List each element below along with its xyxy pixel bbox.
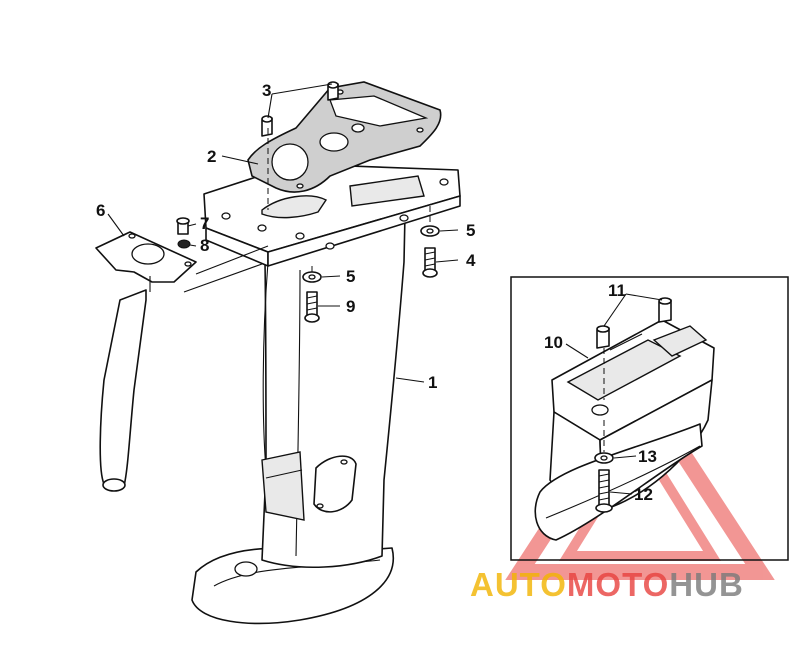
leader-lines <box>107 83 663 495</box>
washer-5-lower <box>302 271 322 283</box>
callout-10: 10 <box>544 333 563 352</box>
driveshaft-housing <box>191 163 461 625</box>
screw-9 <box>304 291 320 323</box>
callout-3: 3 <box>262 81 271 100</box>
inset-detail <box>510 276 789 561</box>
assembly-lines <box>183 128 431 293</box>
lockwasher-8 <box>177 239 191 249</box>
callout-9: 9 <box>346 297 355 316</box>
water-intake-cover <box>313 455 357 513</box>
screw-4 <box>422 247 438 278</box>
callout-4: 4 <box>466 251 476 270</box>
callout-1: 1 <box>428 373 437 392</box>
exhaust-tube <box>95 231 197 492</box>
washer-5-upper <box>420 225 440 237</box>
watermark-part-hub: HUB <box>669 566 744 603</box>
callout-12: 12 <box>634 485 653 504</box>
gasket <box>247 81 442 193</box>
screw-7 <box>176 217 190 235</box>
callout-7: 7 <box>200 214 209 233</box>
svg-text:AUTOMOTOHUB: AUTOMOTOHUB <box>470 566 744 603</box>
callout-8: 8 <box>200 236 209 255</box>
watermark-wordmark: AUTOMOTOHUB <box>470 566 744 603</box>
callout-labels: 1 2 3 4 5 5 6 7 8 9 10 11 12 13 <box>96 81 657 504</box>
callout-13: 13 <box>638 447 657 466</box>
callout-5-lower: 5 <box>346 267 355 286</box>
callout-6: 6 <box>96 201 105 220</box>
watermark-part-auto: AUTO <box>470 566 567 603</box>
callout-5-upper: 5 <box>466 221 475 240</box>
callout-11: 11 <box>608 281 626 300</box>
screw-12 <box>595 469 613 513</box>
callout-2: 2 <box>207 147 216 166</box>
watermark-part-moto: MOTO <box>567 566 669 603</box>
